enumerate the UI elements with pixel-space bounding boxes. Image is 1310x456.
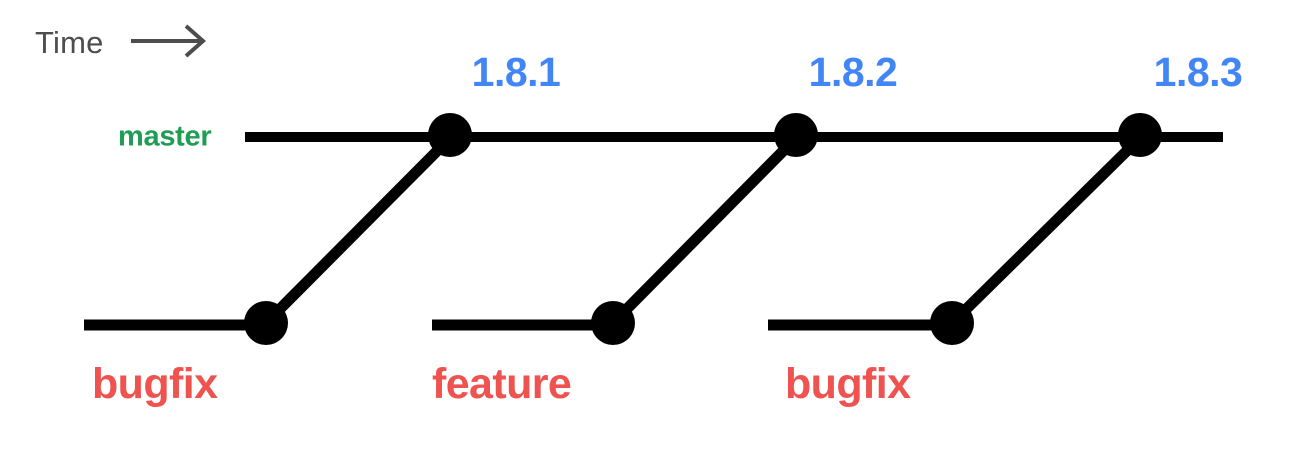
time-axis-label: Time: [35, 25, 104, 60]
version-tag-3: 1.8.3: [1153, 49, 1243, 95]
branch-label-bugfix-2: bugfix: [785, 360, 911, 408]
branch-label-bugfix-1: bugfix: [92, 360, 218, 408]
version-tag-2: 1.8.2: [808, 49, 898, 95]
master-branch-label: master: [118, 120, 212, 153]
commit-node-branch-3[interactable]: [930, 301, 974, 345]
commit-node-branch-2[interactable]: [591, 301, 635, 345]
time-arrow-icon: [131, 24, 207, 58]
commit-node-master-1[interactable]: [428, 113, 472, 157]
branch-label-feature: feature: [432, 360, 572, 408]
commit-node-branch-1[interactable]: [244, 301, 288, 345]
commit-node-master-2[interactable]: [774, 113, 818, 157]
version-tag-1: 1.8.1: [471, 49, 561, 95]
merge-line-feature-1: [605, 132, 802, 331]
merge-line-bugfix-2: [944, 132, 1146, 331]
merge-line-bugfix-1: [258, 132, 456, 331]
commit-node-master-3[interactable]: [1118, 113, 1162, 157]
